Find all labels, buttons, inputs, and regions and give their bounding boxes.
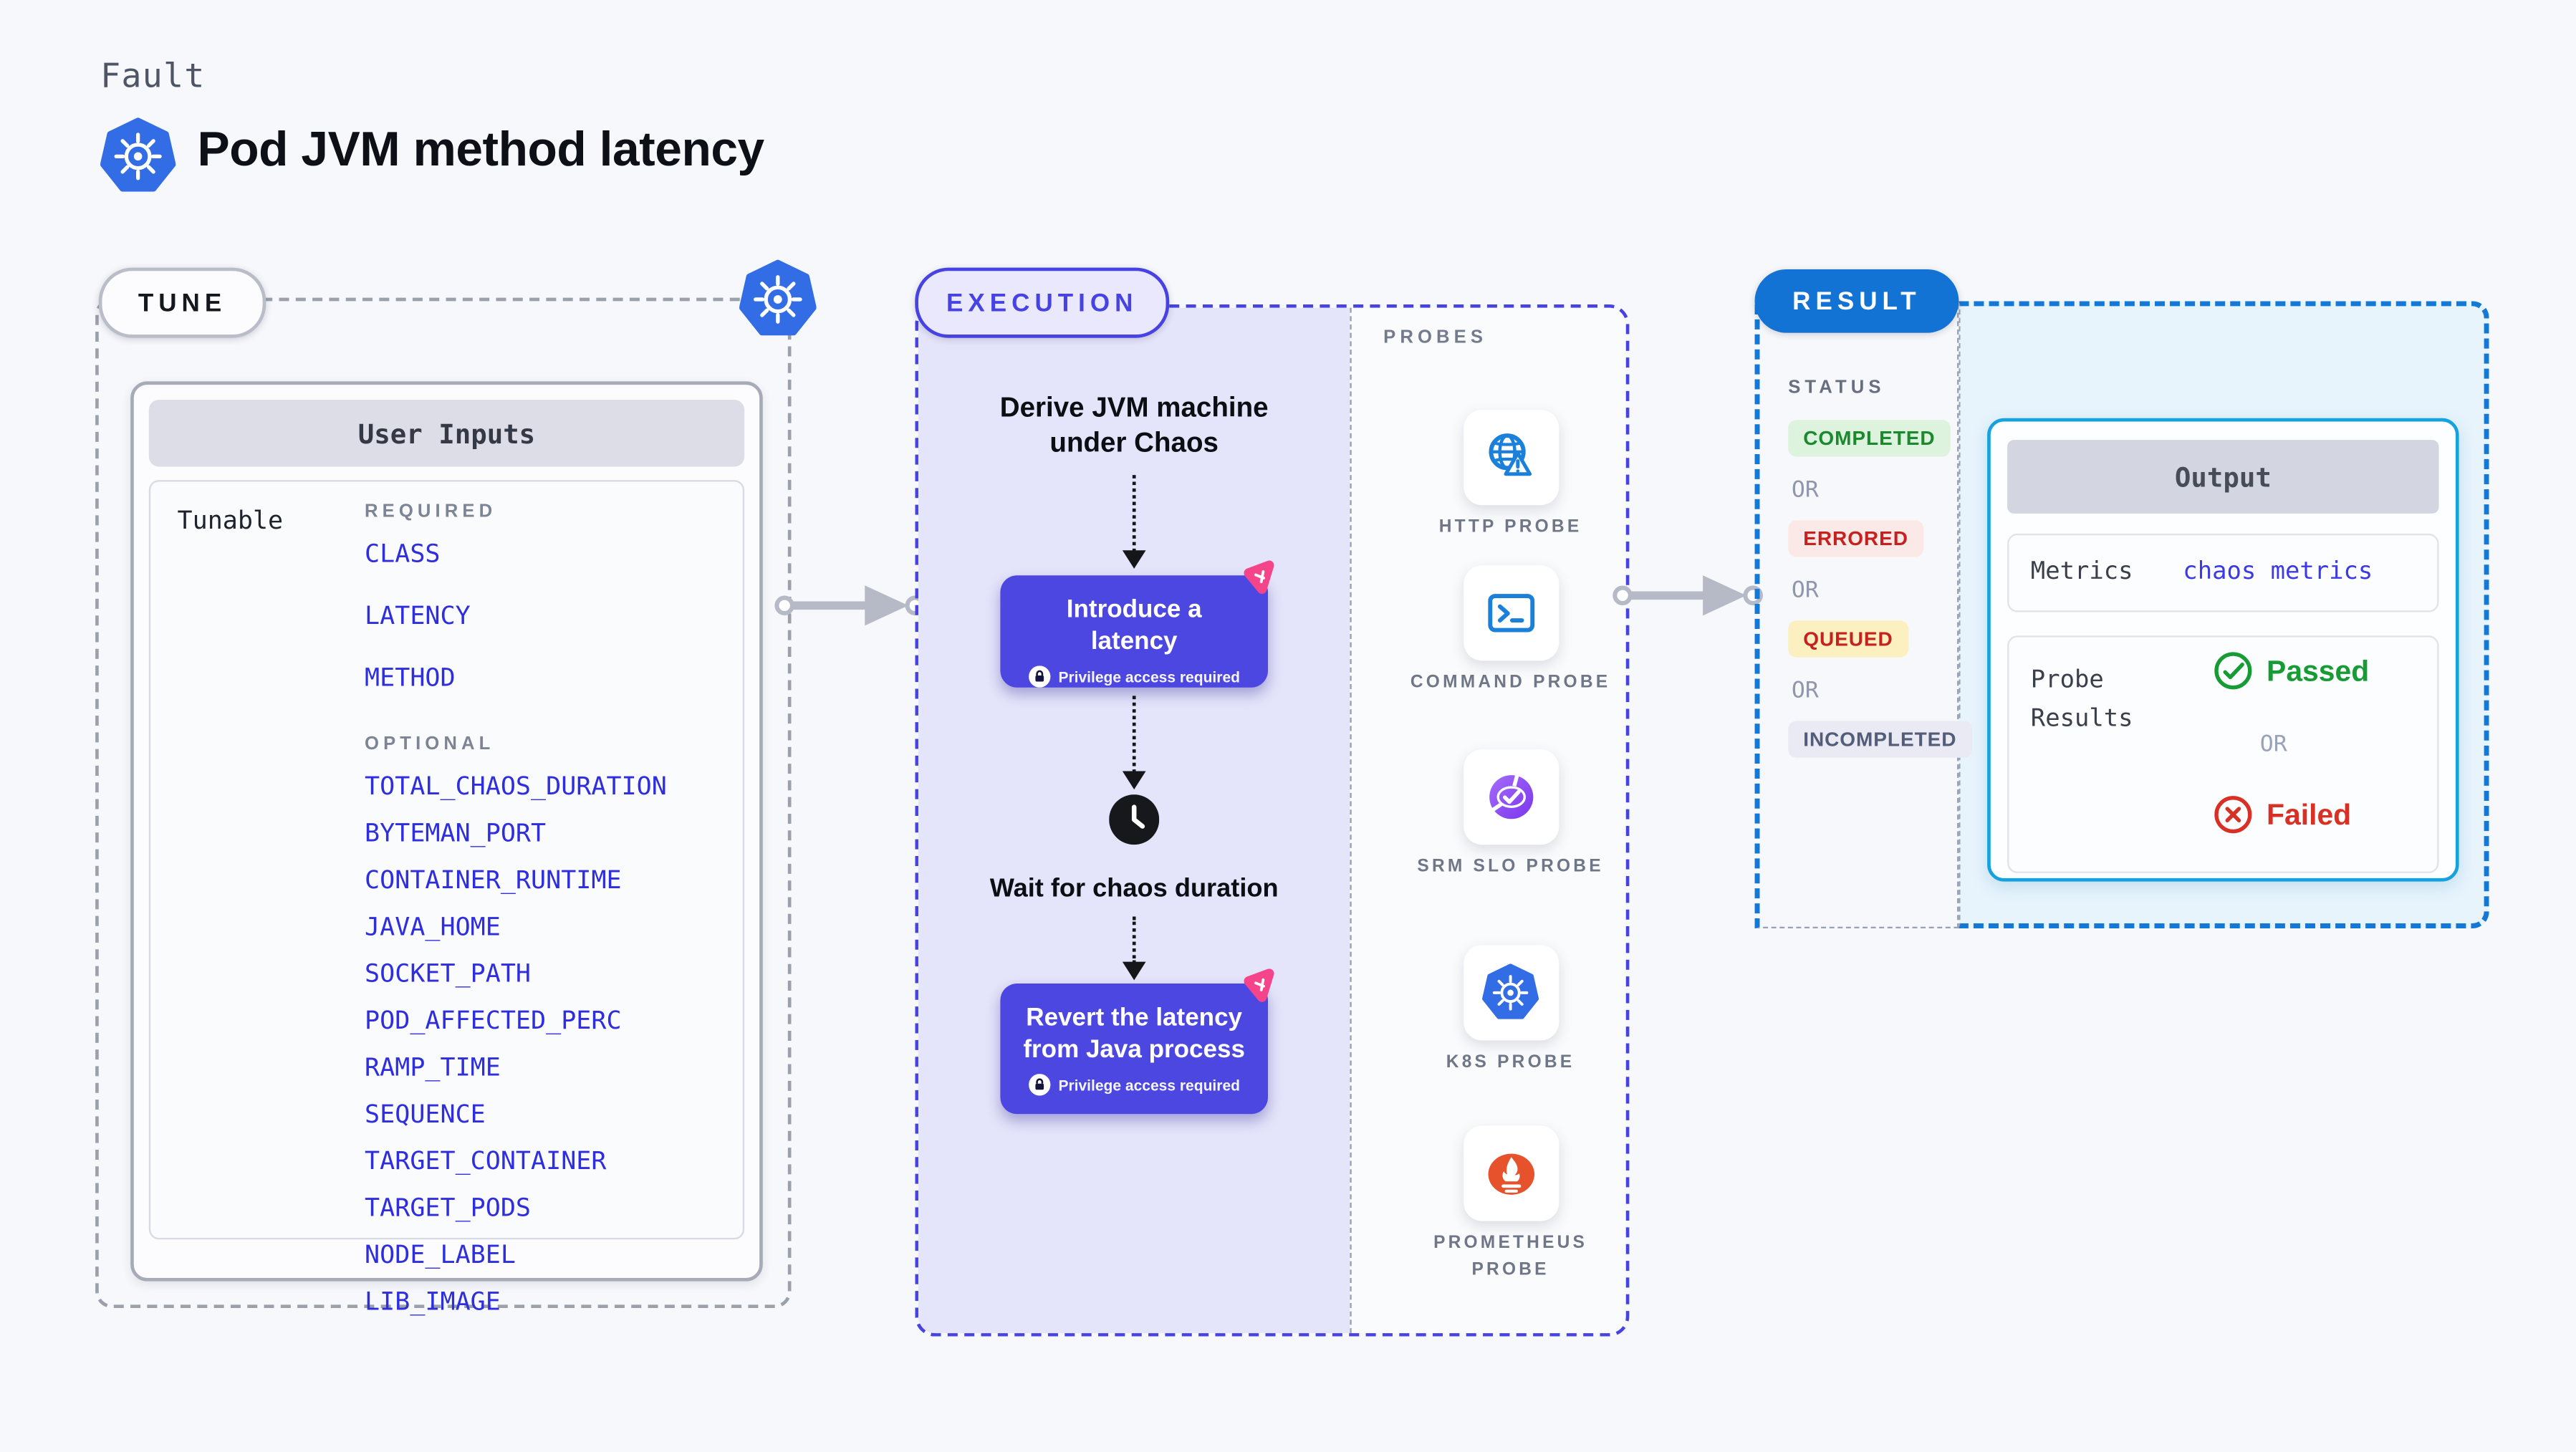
- user-inputs-card: User Inputs Tunable REQUIRED CLASS LATEN…: [130, 381, 763, 1317]
- output-card: Output Metrics chaos metrics Probe Resul…: [1987, 418, 2459, 882]
- srm-slo-probe-card[interactable]: [1463, 749, 1559, 845]
- probe-item-k8s: K8S PROBE: [1395, 945, 1625, 1077]
- http-probe-icon: [1488, 433, 1531, 476]
- tunable-java-home[interactable]: JAVA_HOME: [365, 911, 501, 942]
- tunable-method[interactable]: METHOD: [365, 662, 456, 693]
- tunable-socket-path[interactable]: SOCKET_PATH: [365, 958, 532, 989]
- x-circle-icon: [2214, 796, 2252, 834]
- execution-section: Derive JVM machine under Chaos Introduce…: [915, 304, 1630, 1337]
- probe-label: PROMETHEUS PROBE: [1433, 1232, 1588, 1279]
- output-header: Output: [2007, 440, 2439, 514]
- privilege-note: Privilege access required: [1058, 1076, 1240, 1093]
- or-label: OR: [1791, 677, 1819, 705]
- probe-item-prometheus: PROMETHEUS PROBE: [1395, 1125, 1625, 1284]
- probe-item-srm-slo: SRM SLO PROBE: [1395, 749, 1625, 881]
- execution-flow-panel: Derive JVM machine under Chaos Introduce…: [918, 307, 1350, 1334]
- probe-item-command: COMMAND PROBE: [1395, 565, 1625, 697]
- probe-label: SRM SLO PROBE: [1417, 856, 1604, 877]
- tune-pill: TUNE: [98, 267, 266, 338]
- node-title: Revert the latency from Java process: [1023, 1004, 1245, 1064]
- required-heading: REQUIRED: [365, 501, 497, 522]
- probe-label: HTTP PROBE: [1438, 516, 1582, 537]
- or-label: OR: [1791, 577, 1819, 604]
- probes-heading: PROBES: [1383, 327, 1488, 348]
- fault-kicker: Fault: [100, 55, 206, 96]
- result-pill: RESULT: [1754, 269, 1959, 333]
- tunables-list: REQUIRED CLASS LATENCY METHOD OPTIONAL T…: [365, 502, 667, 1334]
- tunable-ramp-time[interactable]: RAMP_TIME: [365, 1052, 501, 1082]
- probe-item-http: HTTP PROBE: [1395, 410, 1625, 542]
- prometheus-probe-card[interactable]: [1463, 1125, 1559, 1221]
- tunable-latency[interactable]: LATENCY: [365, 600, 471, 631]
- tunable-row-label: Tunable: [177, 505, 284, 536]
- privilege-note: Privilege access required: [1058, 668, 1240, 686]
- introduce-latency-node[interactable]: Introduce a latency Privilege access req…: [1000, 560, 1274, 688]
- failed-result: Failed: [2213, 794, 2351, 835]
- status-heading: STATUS: [1788, 378, 1885, 398]
- tunable-class[interactable]: CLASS: [365, 538, 441, 569]
- result-status-panel: STATUS COMPLETED OR ERRORED OR QUEUED OR…: [1754, 304, 1972, 928]
- tune-to-execution-arrow: [774, 585, 926, 626]
- k8s-probe-card[interactable]: [1463, 945, 1559, 1041]
- probe-label: K8S PROBE: [1446, 1052, 1575, 1072]
- check-circle-icon: [2214, 652, 2252, 690]
- privilege-badge: Privilege access required: [1000, 1074, 1268, 1096]
- revert-latency-node[interactable]: Revert the latency from Java process Pri…: [1000, 968, 1274, 1115]
- tunable-lib-image[interactable]: LIB_IMAGE: [365, 1286, 501, 1317]
- tune-section: [95, 297, 792, 1309]
- srm-slo-probe-icon: [1488, 775, 1533, 819]
- command-probe-icon: [1487, 594, 1534, 633]
- tunable-node-label[interactable]: NODE_LABEL: [365, 1239, 516, 1270]
- http-probe-card[interactable]: [1463, 410, 1559, 506]
- clock-icon: [1109, 794, 1160, 845]
- chaos-experiment-icon: [1244, 560, 1274, 595]
- user-inputs-header: User Inputs: [148, 400, 745, 467]
- execution-to-result-arrow: [1613, 575, 1763, 616]
- tunable-pod-affected-perc[interactable]: POD_AFFECTED_PERC: [365, 1005, 622, 1036]
- page-title: Pod JVM method latency: [197, 123, 765, 178]
- node-title: Introduce a latency: [1066, 595, 1202, 656]
- tunable-total-chaos-duration[interactable]: TOTAL_CHAOS_DURATION: [365, 771, 667, 802]
- kubernetes-logo-icon: [100, 117, 176, 192]
- tunable-target-container[interactable]: TARGET_CONTAINER: [365, 1145, 607, 1176]
- or-label: OR: [1791, 476, 1819, 504]
- tunable-sequence[interactable]: SEQUENCE: [365, 1099, 486, 1130]
- failed-label: Failed: [2267, 797, 2352, 831]
- probe-label: COMMAND PROBE: [1410, 672, 1611, 693]
- prometheus-probe-icon: [1487, 1153, 1534, 1194]
- kubernetes-icon: [739, 259, 817, 336]
- chaos-experiment-icon: [1244, 968, 1274, 1002]
- execution-pill: EXECUTION: [915, 267, 1170, 338]
- privilege-badge: Privilege access required: [1000, 665, 1268, 688]
- or-label: OR: [2259, 731, 2287, 758]
- tunable-target-pods[interactable]: TARGET_PODS: [365, 1192, 532, 1223]
- tunable-byteman-port[interactable]: BYTEMAN_PORT: [365, 817, 547, 848]
- user-inputs-body: Tunable REQUIRED CLASS LATENCY METHOD OP…: [148, 480, 745, 1317]
- probe-results-row: Probe Results Passed OR Failed: [2007, 635, 2439, 873]
- status-badge-errored: ERRORED: [1788, 520, 1923, 557]
- metrics-label: Metrics: [2030, 558, 2133, 586]
- status-badge-completed: COMPLETED: [1788, 420, 1951, 457]
- command-probe-card[interactable]: [1463, 565, 1559, 661]
- passed-result: Passed: [2213, 650, 2369, 691]
- flow-down-arrow: [1121, 696, 1148, 790]
- status-badge-incompleted: INCOMPLETED: [1788, 721, 1972, 758]
- wait-step-label: Wait for chaos duration: [989, 875, 1279, 903]
- chaos-metrics-link[interactable]: chaos metrics: [2183, 558, 2373, 586]
- lock-icon: [1028, 665, 1050, 688]
- flow-down-arrow: [1121, 475, 1148, 569]
- probe-results-label: Probe Results: [2030, 667, 2133, 733]
- status-badge-queued: QUEUED: [1788, 620, 1908, 658]
- probes-panel: PROBES HTTP PROBE: [1350, 307, 1626, 1334]
- derive-step-label: Derive JVM machine under Chaos: [999, 393, 1269, 458]
- lock-icon: [1028, 1074, 1050, 1096]
- k8s-probe-icon: [1482, 963, 1539, 1019]
- optional-heading: OPTIONAL: [365, 734, 495, 755]
- metrics-row: Metrics chaos metrics: [2007, 533, 2439, 612]
- tunable-container-runtime[interactable]: CONTAINER_RUNTIME: [365, 865, 622, 895]
- flow-down-arrow: [1121, 916, 1148, 981]
- passed-label: Passed: [2267, 653, 2370, 687]
